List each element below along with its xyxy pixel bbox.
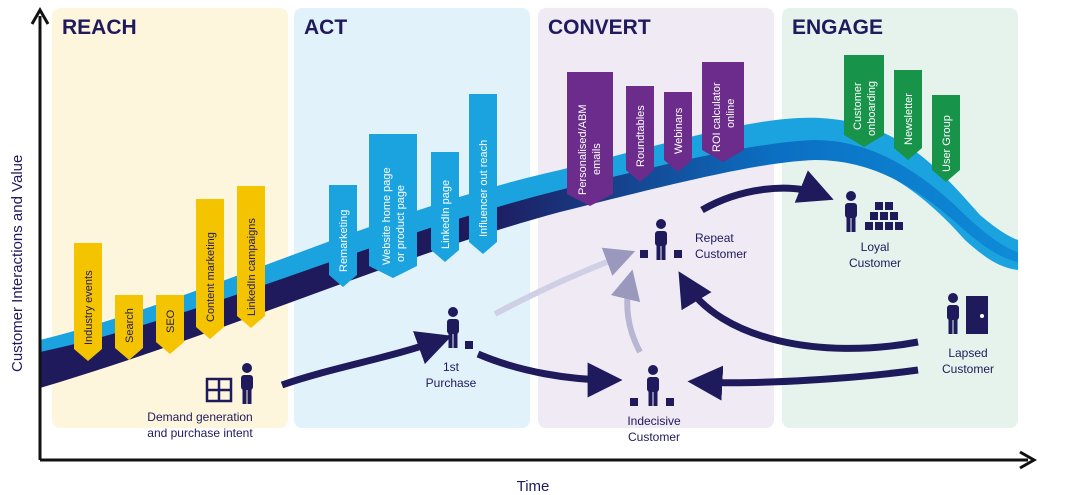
tag-seo: SEO (156, 295, 184, 354)
node-label: Loyal (861, 240, 890, 254)
tag-personalised-abm: Personalised/ABM emails (567, 72, 613, 206)
tag-label: Roundtables (635, 105, 647, 167)
tag-linkedin-campaigns: LinkedIn campaigns (237, 186, 265, 328)
arrow-first-to-repeat (493, 247, 636, 317)
phase-title-reach: REACH (62, 16, 137, 39)
tag-industry-events: Industry events (74, 243, 102, 361)
node-label: 1st (443, 360, 460, 374)
tag-label: Content marketing (205, 232, 217, 322)
tag-label: Industry events (83, 270, 95, 345)
person-icon (947, 293, 959, 334)
box-icon (666, 398, 674, 406)
tag-label: or product page (395, 185, 407, 262)
reach-tags: Industry events Search SEO Content marke… (74, 186, 265, 361)
tag-remarketing: Remarketing (329, 185, 357, 287)
box-icon (640, 250, 648, 258)
node-label: Repeat (695, 231, 734, 245)
tag-label: Customer (852, 82, 864, 130)
node-label: Customer (942, 362, 994, 376)
tag-customer-onboarding: Customer onboarding (844, 55, 884, 147)
tag-label: Webinars (673, 107, 685, 154)
node-lapsed-customer: Lapsed Customer (942, 293, 994, 376)
flow-arrows (280, 170, 919, 401)
person-icon (447, 307, 459, 348)
node-repeat-customer: Repeat Customer (640, 219, 747, 261)
tag-label: Website home page (381, 167, 393, 265)
node-label: and purchase intent (147, 426, 253, 440)
tag-label: onboarding (866, 81, 878, 136)
tag-label: emails (591, 143, 603, 175)
tag-label: SEO (165, 309, 177, 333)
arrow-demand-to-first-purchase (280, 331, 452, 389)
tag-roundtables: Roundtables (626, 86, 654, 182)
tag-influencer-outreach: Influencer out reach (469, 94, 497, 254)
node-demand-generation: Demand generation and purchase intent (147, 363, 253, 440)
arrow-indecisive-to-repeat (610, 269, 643, 354)
window-icon (205, 377, 233, 403)
tag-label: Influencer out reach (478, 140, 490, 237)
tag-roi-calculator: ROI calculator online (702, 62, 744, 162)
phase-title-convert: CONVERT (548, 16, 651, 39)
node-label: Demand generation (147, 410, 252, 424)
node-label: Customer (695, 247, 747, 261)
convert-tags: Personalised/ABM emails Roundtables Webi… (567, 62, 744, 206)
tag-website: Website home page or product page (369, 134, 417, 278)
tag-webinars: Webinars (664, 92, 692, 172)
tag-label: LinkedIn page (440, 180, 452, 249)
arrow-first-to-indecisive (476, 350, 623, 398)
stacked-boxes-icon (865, 202, 903, 230)
box-icon (465, 341, 473, 349)
arrow-lapsed-to-indecisive (687, 365, 919, 401)
tag-label: online (725, 99, 737, 128)
box-icon (630, 398, 638, 406)
tag-label: Remarketing (338, 210, 350, 272)
person-icon (845, 191, 857, 232)
tag-content-marketing: Content marketing (196, 199, 224, 339)
node-label: Customer (628, 430, 680, 444)
tag-label: Personalised/ABM (577, 105, 589, 196)
node-label: Purchase (426, 376, 477, 390)
x-axis-label: Time (517, 478, 550, 495)
phase-title-engage: ENGAGE (792, 16, 883, 39)
act-tags: Remarketing Website home page or product… (329, 94, 497, 287)
arrow-lapsed-to-repeat (678, 271, 919, 352)
node-loyal-customer: Loyal Customer (845, 191, 903, 270)
person-icon (655, 219, 667, 260)
tag-label: Newsletter (903, 93, 915, 145)
tag-label: User Group (941, 115, 953, 172)
tag-search: Search (115, 295, 143, 360)
engage-tags: Customer onboarding Newsletter User Grou… (844, 55, 960, 182)
person-icon (241, 363, 253, 404)
phase-title-act: ACT (304, 16, 347, 39)
tag-label: ROI calculator (711, 82, 723, 152)
tag-user-group: User Group (932, 95, 960, 182)
axes: Customer Interactions and Value Time (9, 6, 1038, 495)
node-first-purchase: 1st Purchase (426, 307, 477, 390)
y-axis-arrow (30, 6, 50, 25)
node-label: Customer (849, 256, 901, 270)
node-indecisive-customer: Indecisive Customer (627, 365, 681, 444)
x-axis-arrow (1019, 450, 1038, 470)
door-icon (966, 296, 988, 334)
tag-newsletter: Newsletter (894, 70, 922, 160)
person-icon (647, 365, 659, 406)
tag-linkedin-page: LinkedIn page (431, 152, 459, 262)
y-axis-label: Customer Interactions and Value (9, 155, 26, 372)
box-icon (674, 250, 682, 258)
node-label: Indecisive (627, 414, 681, 428)
arrow-repeat-to-loyal (700, 170, 834, 214)
tag-label: Search (124, 308, 136, 343)
tag-label: LinkedIn campaigns (246, 218, 258, 316)
node-label: Lapsed (948, 346, 987, 360)
